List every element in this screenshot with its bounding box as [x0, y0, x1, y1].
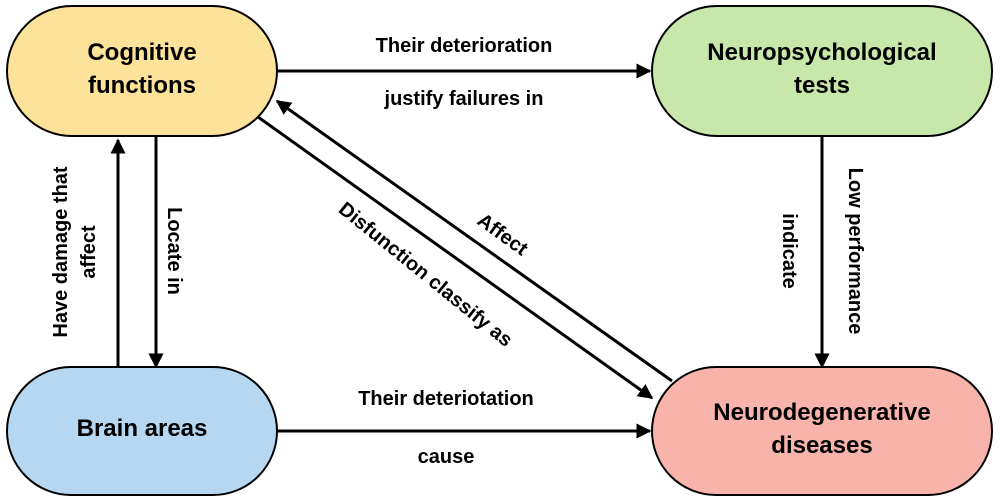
node-brain-label: Brain areas: [77, 415, 208, 442]
node-neuropsych-line1: Neuropsychological: [707, 39, 936, 66]
node-neurodeg-line2: diseases: [771, 432, 872, 459]
node-neuropsychological-tests: Neuropsychological tests: [651, 5, 993, 137]
node-cognitive-line1: Cognitive: [87, 39, 196, 66]
node-brain-box: [6, 366, 278, 496]
edge-label-disease-cog: Affect: [473, 209, 532, 260]
edge-disease-to-cognitive: [275, 99, 673, 383]
node-neurodeg-box: [651, 366, 993, 496]
node-neurodegenerative-diseases: Neurodegenerative diseases: [651, 366, 993, 496]
edge-label-brain-cog-line1: Have damage that: [50, 166, 72, 338]
node-cognitive-box: [6, 5, 278, 137]
node-brain-areas: Brain areas: [6, 366, 278, 496]
node-neurodeg-line1: Neurodegenerative: [713, 399, 930, 426]
edge-label-brain-cog-line2: affect: [78, 225, 100, 279]
edge-label-brain-disease-above: Their deteriotation: [358, 388, 534, 410]
edge-label-cog-brain: Locate in: [163, 207, 185, 295]
edge-label-tests-disease-line2: indicate: [778, 213, 800, 289]
edge-label-cog-tests-below: justify failures in: [384, 88, 544, 110]
edge-label-brain-disease-below: cause: [418, 446, 475, 468]
edge-label-cog-tests-above: Their deterioration: [376, 35, 553, 57]
edge-label-tests-disease-line1: Low performance: [844, 168, 866, 335]
node-cognitive-functions: Cognitive functions: [6, 5, 278, 137]
edge-cognitive-to-disease: [257, 115, 654, 400]
node-cognitive-line2: functions: [88, 72, 196, 99]
node-neuropsych-box: [651, 5, 993, 137]
node-neuropsych-line2: tests: [794, 72, 850, 99]
